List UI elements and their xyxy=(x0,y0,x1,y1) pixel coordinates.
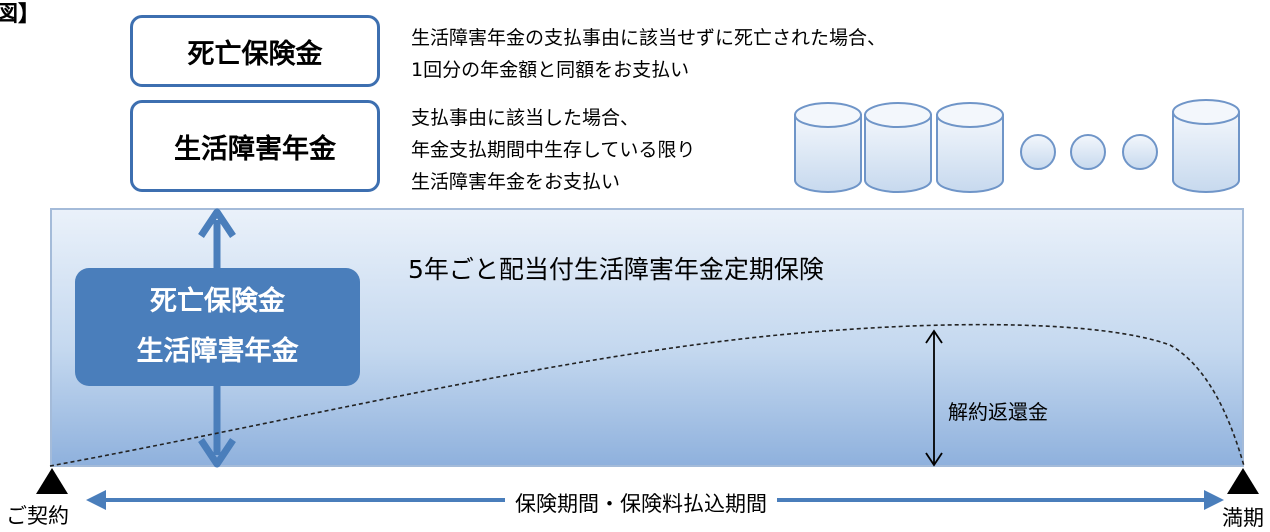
disability-annuity-description: 支払事由に該当した場合、 年金支払期間中生存している限り 生活障害年金をお支払い xyxy=(411,102,695,198)
death-benefit-desc-line1: 生活障害年金の支払事由に該当せずに死亡された場合、 xyxy=(411,27,887,49)
death-benefit-description: 生活障害年金の支払事由に該当せずに死亡された場合、 1回分の年金額と同額をお支払… xyxy=(411,22,886,86)
disability-annuity-desc-line3: 生活障害年金をお支払い xyxy=(411,171,621,193)
contract-start-label: ご契約 xyxy=(6,504,69,528)
ellipsis-dot-1 xyxy=(1020,134,1056,170)
benefit-summary-box: 死亡保険金 生活障害年金 xyxy=(75,268,360,386)
end-marker-triangle xyxy=(1227,468,1259,494)
disability-annuity-desc-line2: 年金支払期間中生存している限り xyxy=(411,139,696,161)
start-marker-triangle xyxy=(36,468,68,494)
figure-label: 図】 xyxy=(0,2,41,27)
annuity-cylinder-2 xyxy=(864,102,932,193)
annuity-cylinder-4 xyxy=(1172,99,1240,193)
annuity-cylinder-3 xyxy=(936,102,1004,193)
benefit-summary-line2: 生活障害年金 xyxy=(136,336,299,367)
refund-label: 解約返還金 xyxy=(948,400,1048,424)
product-title: 5年ごと配当付生活障害年金定期保険 xyxy=(408,255,824,284)
refund-vertical-arrow xyxy=(925,329,943,467)
death-benefit-desc-line2: 1回分の年金額と同額をお支払い xyxy=(411,59,690,81)
maturity-label: 満期 xyxy=(1222,506,1264,530)
death-benefit-box: 死亡保険金 xyxy=(130,15,380,87)
death-benefit-box-label: 死亡保険金 xyxy=(187,38,323,70)
ellipsis-dot-3 xyxy=(1122,134,1158,170)
period-label: 保険期間・保険料払込期間 xyxy=(505,488,777,518)
refund-value-curve xyxy=(49,323,1245,467)
benefit-summary-line1: 死亡保険金 xyxy=(150,286,285,317)
disability-annuity-desc-line1: 支払事由に該当した場合、 xyxy=(411,107,640,129)
annuity-cylinder-1 xyxy=(794,102,862,193)
disability-annuity-box: 生活障害年金 xyxy=(130,100,380,192)
disability-annuity-box-label: 生活障害年金 xyxy=(174,133,336,165)
ellipsis-dot-2 xyxy=(1070,134,1106,170)
